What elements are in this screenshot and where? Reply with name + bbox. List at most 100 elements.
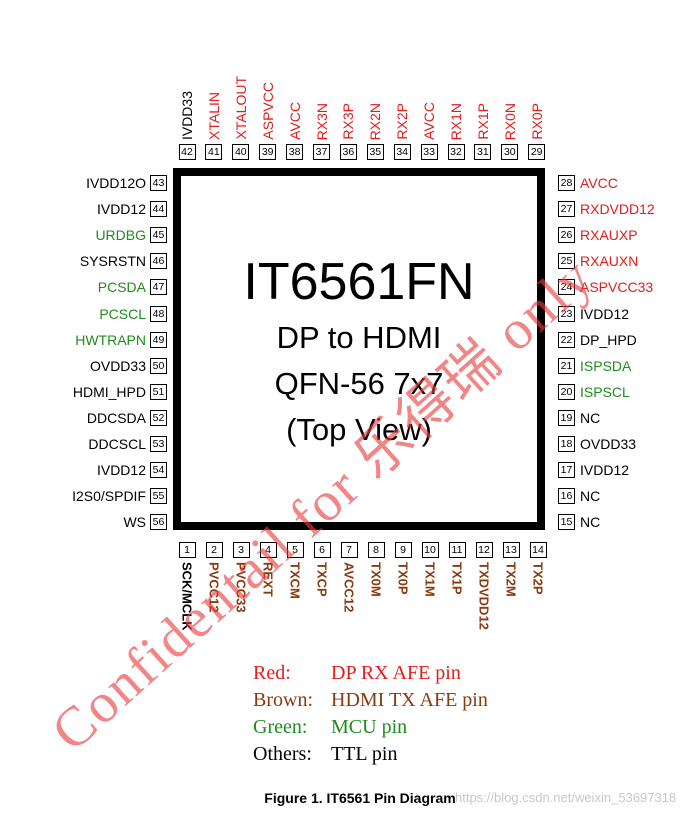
pin-label: RX2N <box>367 102 384 140</box>
pin-label: HWTRAPN <box>75 331 146 348</box>
pin-number: 46 <box>150 253 167 270</box>
pin-number: 33 <box>420 144 438 160</box>
pin-number: 11 <box>448 542 466 558</box>
chip-description: DP to HDMI <box>276 320 442 355</box>
pin-label: TXCM <box>287 562 303 599</box>
pin-label: TX1M <box>422 562 438 597</box>
pin-number: 19 <box>558 409 575 426</box>
site-watermark: https://blog.csdn.net/weixin_53697318 <box>455 790 677 805</box>
pin-label: PVCC33 <box>233 562 249 613</box>
pin-label: XTALOUT <box>232 76 249 140</box>
pin-number: 32 <box>447 144 465 160</box>
pin-number: 49 <box>150 331 167 348</box>
pin-label: NC <box>580 409 601 426</box>
pin-label: PVCC12 <box>206 562 222 613</box>
pin-label: TX0M <box>368 562 384 597</box>
legend-name: Green: <box>253 716 308 738</box>
pin-number: 30 <box>501 144 519 160</box>
pin-label: OVDD33 <box>89 357 146 374</box>
pin-column: ASPVCC 39 <box>256 82 280 160</box>
pin-label: URDBG <box>95 227 146 244</box>
pin-number: 45 <box>150 227 167 244</box>
pin-number: 5 <box>286 542 304 558</box>
pin-label: IVDD33 <box>179 90 195 140</box>
pin-label: DDCSCL <box>88 436 146 452</box>
pin-label: OVDD33 <box>580 436 637 452</box>
pin-number: 25 <box>558 253 575 270</box>
chip-body <box>173 168 545 530</box>
pin-label: TX0P <box>395 562 411 595</box>
pin-label: XTALIN <box>205 92 222 140</box>
pin-label: NC <box>580 488 601 505</box>
pin-label: AVCC <box>286 102 303 140</box>
pin-label: NC <box>580 514 601 531</box>
pin-number: 37 <box>313 144 330 160</box>
pin-number: 29 <box>528 144 546 160</box>
pin-number: 26 <box>558 227 575 244</box>
pin-number: 31 <box>474 144 492 160</box>
pin-label: ASPVCC <box>259 82 276 140</box>
pin-number: 51 <box>150 383 167 400</box>
pin-number: 14 <box>529 542 547 558</box>
pin-label: IVDD12 <box>96 201 146 218</box>
pin-row: 23 IVDD12 <box>558 305 630 322</box>
pin-label: HDMI_HPD <box>72 383 146 400</box>
legend-item: Red:DP RX AFE pin <box>253 662 461 685</box>
pin-column: AVCC 33 <box>417 102 441 160</box>
pin-row: 26 RXAUXP <box>558 227 638 244</box>
pin-label: DDCSDA <box>86 409 146 426</box>
pin-number: 16 <box>558 488 575 505</box>
legend-item: Green:MCU pin <box>253 716 407 739</box>
pin-number: 41 <box>205 144 223 160</box>
pin-label: IVDD12 <box>580 305 630 322</box>
figure-caption: Figure 1. IT6561 Pin Diagram <box>264 790 456 806</box>
pin-label: RXAUXP <box>580 227 638 244</box>
pin-label: DP_HPD <box>580 331 637 348</box>
pin-label: REXT <box>260 562 276 597</box>
pin-number: 39 <box>259 144 277 160</box>
pin-number: 21 <box>558 357 575 374</box>
pin-number: 56 <box>150 514 167 531</box>
pin-row: 16 NC <box>558 488 601 505</box>
pin-number: 1 <box>178 542 196 558</box>
pin-number: 10 <box>421 542 439 558</box>
legend-name: Brown: <box>253 689 313 711</box>
pin-number: 27 <box>558 201 575 218</box>
legend-name: Red: <box>253 662 291 684</box>
legend-item: Brown:HDMI TX AFE pin <box>253 689 488 712</box>
pin-label: IVDD12 <box>580 462 630 479</box>
pin-number: 4 <box>259 542 277 558</box>
pin-number: 17 <box>558 462 575 479</box>
pin-label: SCK/MCLK <box>179 562 195 631</box>
pin-number: 23 <box>558 305 575 322</box>
pin-label: RX1N <box>448 102 464 140</box>
pin-label: AVCC <box>421 102 438 140</box>
